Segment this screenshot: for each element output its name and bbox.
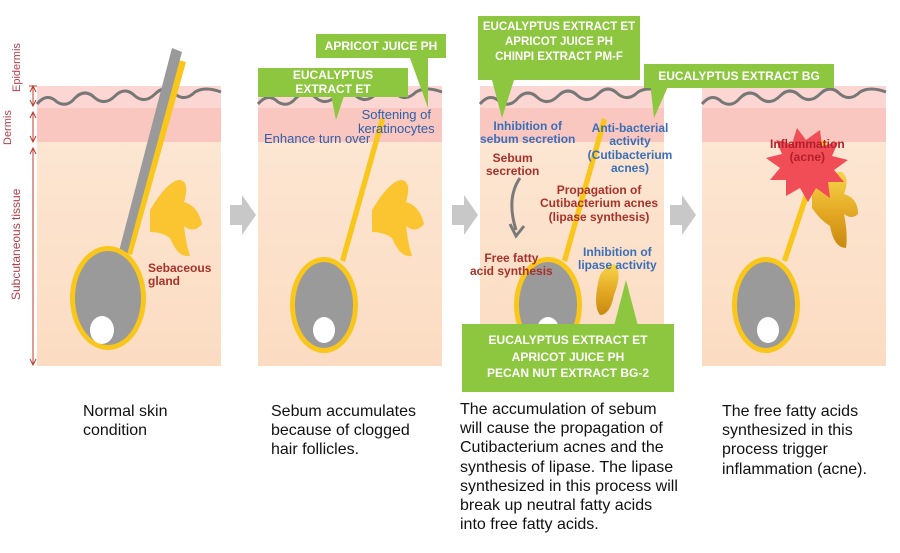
panel1-caption: Normal skin condition bbox=[83, 403, 168, 440]
flow-arrow-3 bbox=[670, 195, 696, 235]
panel3-sebaceous-gland bbox=[596, 264, 619, 315]
panel2-callout-apricot: APRICOT JUICE PH bbox=[316, 34, 446, 58]
inflammation-burst bbox=[766, 128, 848, 202]
callout-tails bbox=[330, 58, 670, 326]
panel2-sebaceous-gland bbox=[372, 180, 424, 257]
panel1-sebaceous-gland bbox=[150, 180, 202, 257]
dermis-side-label: Dermis bbox=[2, 110, 14, 145]
panel2-callout-eucalyptus: EUCALYPTUS EXTRACT ET bbox=[258, 68, 408, 97]
inflammation-label: Inflammation (acne) bbox=[770, 137, 845, 165]
panel3-callout-top: EUCALYPTUS EXTRACT ET APRICOT JUICE PH C… bbox=[478, 16, 640, 80]
flow-arrow-2 bbox=[452, 195, 478, 235]
flow-arrow-1 bbox=[230, 195, 256, 235]
panel4-callout-eucalyptus-bg: EUCALYPTUS EXTRACT BG bbox=[644, 64, 834, 88]
sebum-cycle-arrow bbox=[508, 177, 526, 239]
panel2-follicle bbox=[290, 118, 385, 353]
side-axis-markers bbox=[29, 84, 37, 367]
sebaceous-gland-label: Sebaceous gland bbox=[148, 261, 212, 289]
epidermis-side-label: Epidermis bbox=[11, 43, 23, 92]
inhibition-lipase-label: Inhibition of lipase activity bbox=[578, 245, 657, 273]
panel3-caption: The accumulation of sebum will cause the… bbox=[460, 401, 678, 534]
sebum-secretion-label: Sebum secretion bbox=[486, 151, 540, 179]
panel3-callout-bottom: EUCALYPTUS EXTRACT ET APRICOT JUICE PH P… bbox=[462, 324, 674, 392]
panel4-caption: The free fatty acids synthesized in this… bbox=[722, 403, 867, 478]
panel2-caption: Sebum accumulates because of clogged hai… bbox=[271, 403, 416, 459]
subcutaneous-side-label: Subcutaneous tissue bbox=[9, 188, 23, 300]
panel1-follicle bbox=[70, 48, 186, 350]
softening-label: Softening of keratinocytes bbox=[358, 107, 435, 137]
free-fatty-acid-label: Free fatty acid synthesis bbox=[470, 251, 553, 279]
propagation-label: Propagation of Cutibacterium acnes (lipa… bbox=[540, 183, 659, 224]
antibacterial-label: Anti-bacterial activity (Cutibacterium a… bbox=[587, 121, 673, 176]
inhibition-sebum-label: Inhibition of sebum secretion bbox=[480, 119, 576, 147]
turnover-label: Enhance turn over bbox=[264, 131, 371, 146]
